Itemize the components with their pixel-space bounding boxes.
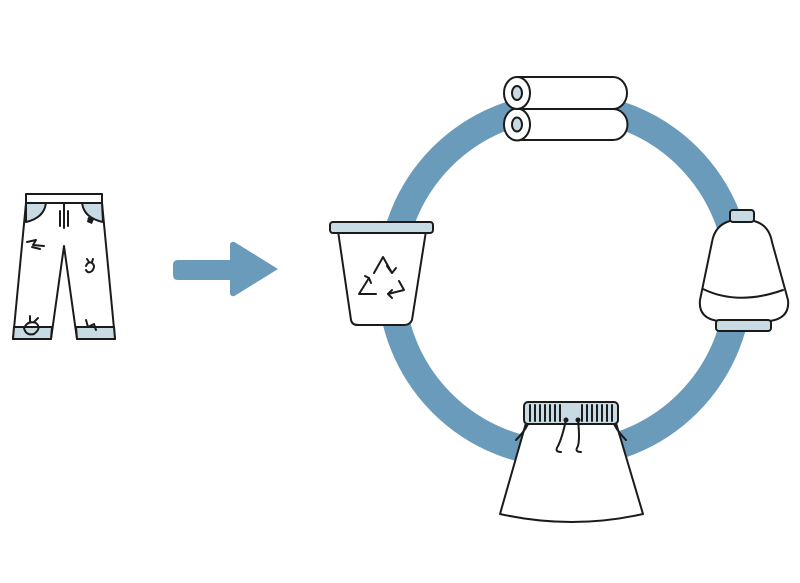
recycle-symbol-icon <box>358 256 405 299</box>
sack-icon <box>698 209 790 332</box>
fabric-rolls-icon <box>503 76 629 142</box>
right-arrow-icon <box>173 241 278 297</box>
recycle-bin-icon <box>329 221 434 326</box>
skirt-icon <box>499 401 644 523</box>
waistband-ribbing <box>529 404 613 422</box>
damaged-jeans-icon <box>12 193 116 340</box>
